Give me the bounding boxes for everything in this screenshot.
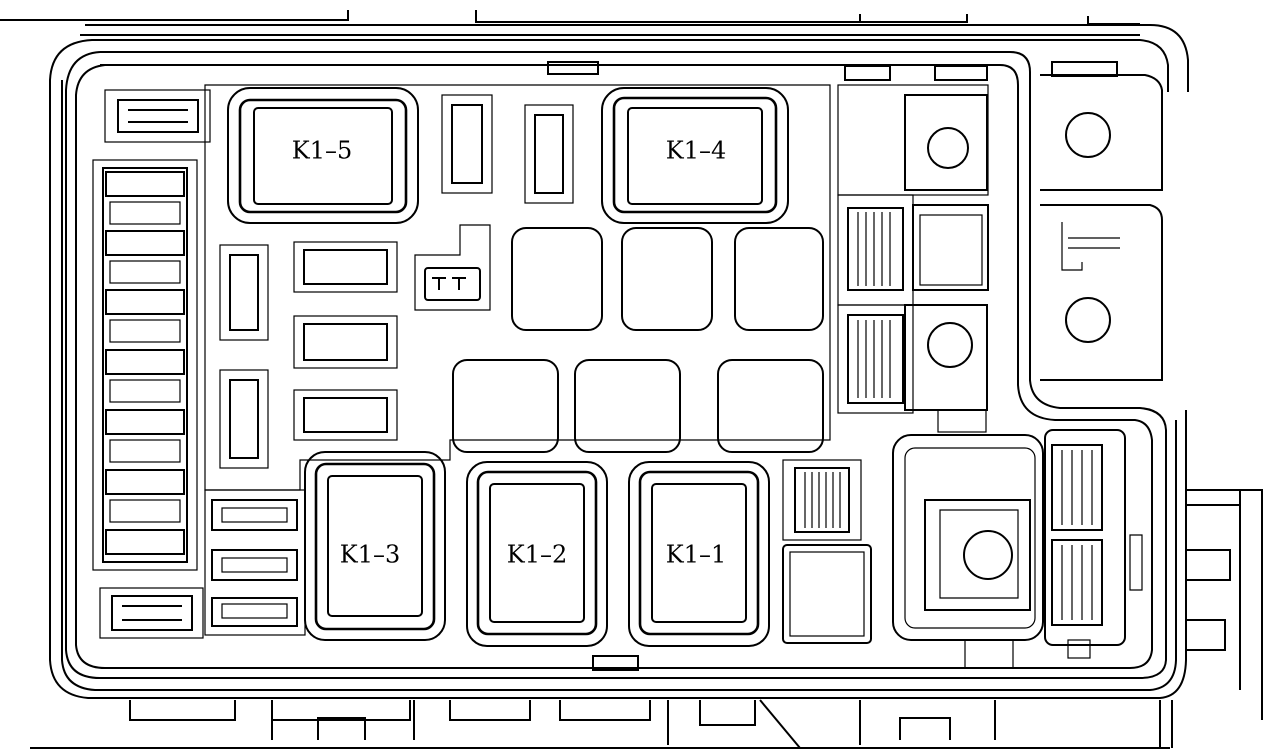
housing-outline	[49, 24, 1189, 699]
relay-k1-2: K1–2	[466, 461, 608, 647]
relay-k1-2-label: K1–2	[507, 541, 567, 569]
relay-k1-5-label: K1–5	[292, 137, 352, 165]
terminal-bolt	[1065, 112, 1111, 158]
relay-k1-4: K1–4	[601, 87, 789, 224]
relay-k1-4-label: K1–4	[666, 137, 726, 165]
terminal-bolt	[1065, 297, 1111, 343]
connector-socket	[414, 224, 491, 311]
terminal-bolt	[927, 322, 973, 368]
vertical-mini-fuses	[219, 94, 574, 469]
relay-k1-1-label: K1–1	[666, 541, 726, 569]
relay-k1-1: K1–1	[628, 461, 770, 647]
stacked-fuses	[204, 489, 306, 636]
right-terminal-column	[837, 84, 989, 433]
relay-k1-5: K1–5	[227, 87, 419, 224]
relay-k1-3-label: K1–3	[340, 541, 400, 569]
top-edge-stubs	[0, 10, 1140, 25]
right-side-bracket	[1186, 489, 1263, 720]
fuse-bottom-left	[99, 587, 204, 639]
bottom-rail	[30, 655, 1173, 749]
main-connector	[892, 429, 1143, 669]
left-fuse-strip	[92, 159, 198, 571]
terminal-bolt	[927, 127, 969, 169]
outer-right-terminals	[1040, 74, 1163, 381]
striped-fuse-block	[782, 459, 872, 644]
empty-relay-sockets	[452, 227, 824, 453]
connector-bolt	[963, 530, 1013, 580]
relay-k1-3: K1–3	[304, 451, 446, 641]
fuse-top-left	[104, 89, 211, 143]
horizontal-mini-fuses	[293, 241, 398, 441]
